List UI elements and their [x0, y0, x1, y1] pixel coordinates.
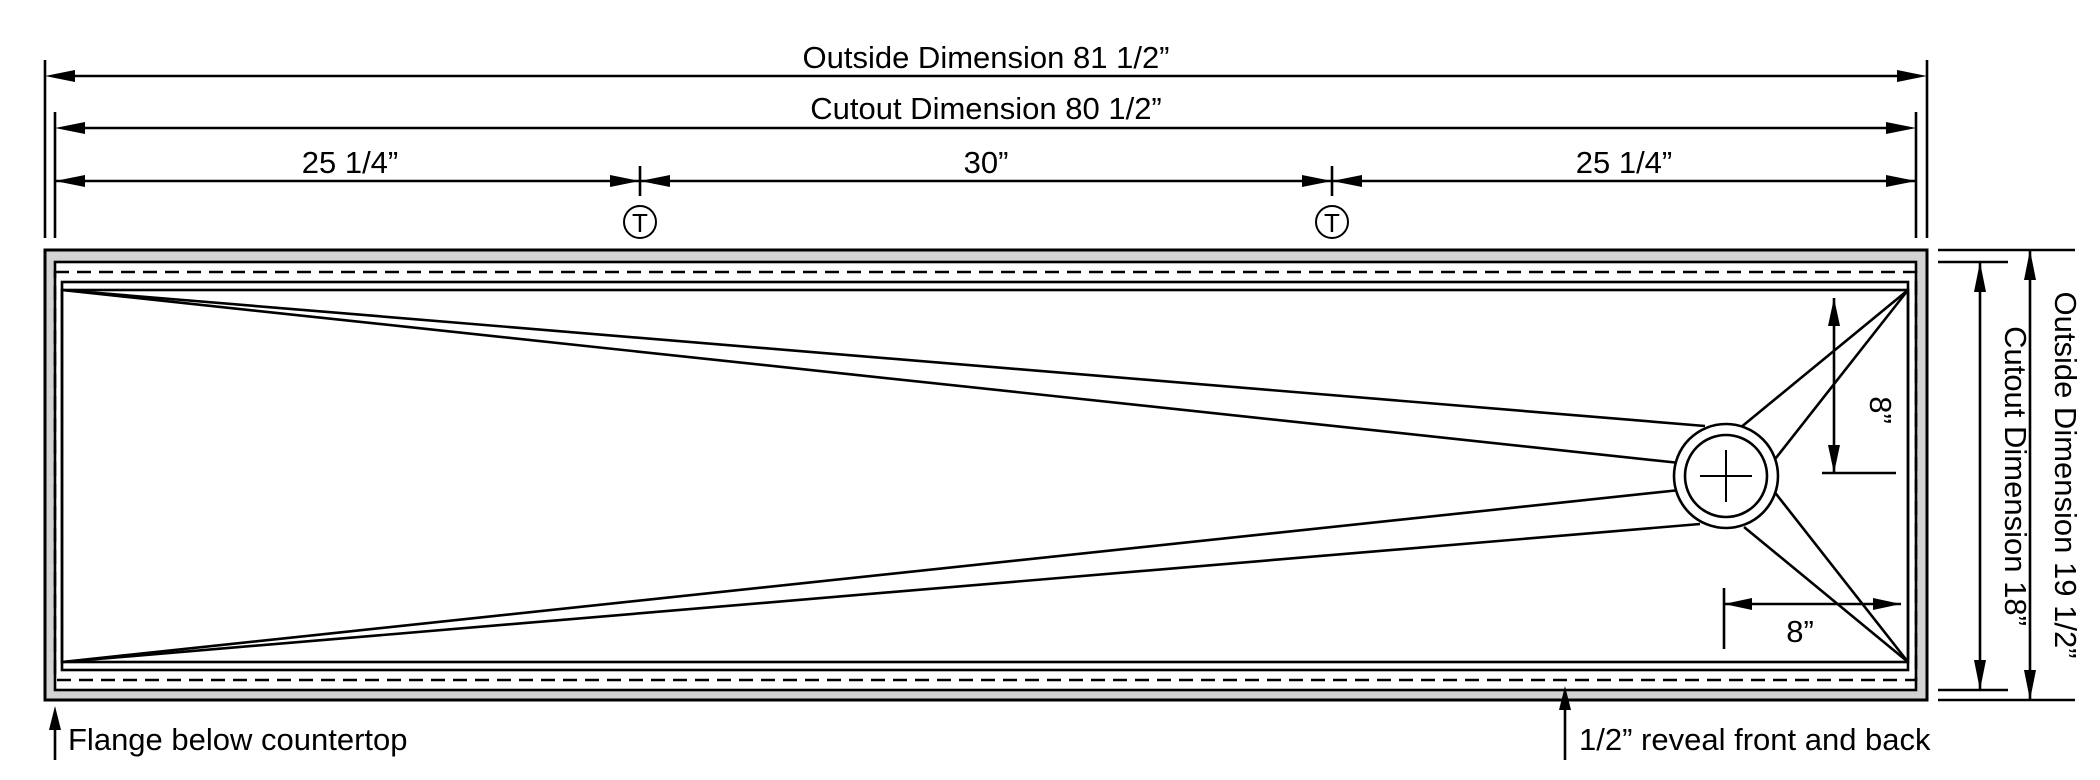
drain-vertical-dimension: 8” [1822, 298, 1898, 475]
drain-vertical-label: 8” [1863, 396, 1898, 424]
reveal-callout: 1/2” reveal front and back [1559, 686, 1931, 760]
sink-body: 8” 8” [43, 248, 1929, 702]
arrow-right-icon [1886, 122, 1916, 134]
arrow-left-icon [55, 175, 85, 187]
cutout-depth-label: Cutout Dimension 18” [1998, 326, 2033, 626]
arrow-up-icon [49, 706, 61, 730]
drain [1672, 422, 1780, 530]
arrow-left-icon [640, 175, 670, 187]
arrow-down-icon [1974, 660, 1986, 690]
faucet-marker-label: T [632, 208, 648, 238]
faucet-marker-label: T [1324, 208, 1340, 238]
reveal-dashed-line [53, 270, 1918, 682]
bowl-rim [60, 280, 1910, 672]
arrow-right-icon [1886, 175, 1916, 187]
flange-callout: Flange below countertop [49, 706, 408, 760]
faucet-marker-icon [623, 205, 657, 239]
drain-horizontal-dimension: 8” [1722, 588, 1901, 649]
cutout-width-dimension: Cutout Dimension 80 1/2” [53, 91, 1918, 238]
arrow-down-icon [2024, 670, 2036, 700]
outside-width-label: Outside Dimension 81 1/2” [802, 40, 1169, 75]
arrow-right-icon [610, 175, 640, 187]
arrow-up-icon [1828, 298, 1840, 326]
arrow-left-icon [1332, 175, 1362, 187]
arrow-down-icon [1828, 445, 1840, 473]
arrow-right-icon [1897, 70, 1927, 82]
segment-dimensions: 25 1/4” 30” 25 1/4” [55, 145, 1916, 196]
faucet-marker-left: T [623, 205, 657, 239]
flange-callout-label: Flange below countertop [68, 722, 408, 757]
faucet-marker-right: T [1315, 205, 1349, 239]
outside-depth-dimension: Outside Dimension 19 1/2” [1938, 248, 2083, 702]
arrow-left-icon [55, 122, 85, 134]
arrow-up-icon [1559, 686, 1571, 710]
reveal-callout-label: 1/2” reveal front and back [1579, 722, 1931, 757]
arrow-up-icon [1974, 262, 1986, 292]
arrow-right-icon [1873, 598, 1901, 610]
middle-segment-label: 30” [964, 145, 1009, 180]
cutout-width-label: Cutout Dimension 80 1/2” [810, 91, 1162, 126]
slope-lines [61, 288, 1910, 664]
outside-width-dimension: Outside Dimension 81 1/2” [43, 40, 1929, 238]
cutout-depth-dimension: Cutout Dimension 18” [1938, 260, 2033, 692]
drain-horizontal-label: 8” [1786, 614, 1814, 649]
bowl-inner [60, 288, 1910, 664]
left-segment-label: 25 1/4” [302, 145, 399, 180]
arrow-right-icon [1302, 175, 1332, 187]
outside-depth-label: Outside Dimension 19 1/2” [2048, 291, 2083, 658]
faucet-marker-icon [1315, 205, 1349, 239]
arrow-up-icon [2024, 250, 2036, 280]
right-segment-label: 25 1/4” [1576, 145, 1673, 180]
arrow-left-icon [1724, 598, 1752, 610]
arrow-left-icon [45, 70, 75, 82]
